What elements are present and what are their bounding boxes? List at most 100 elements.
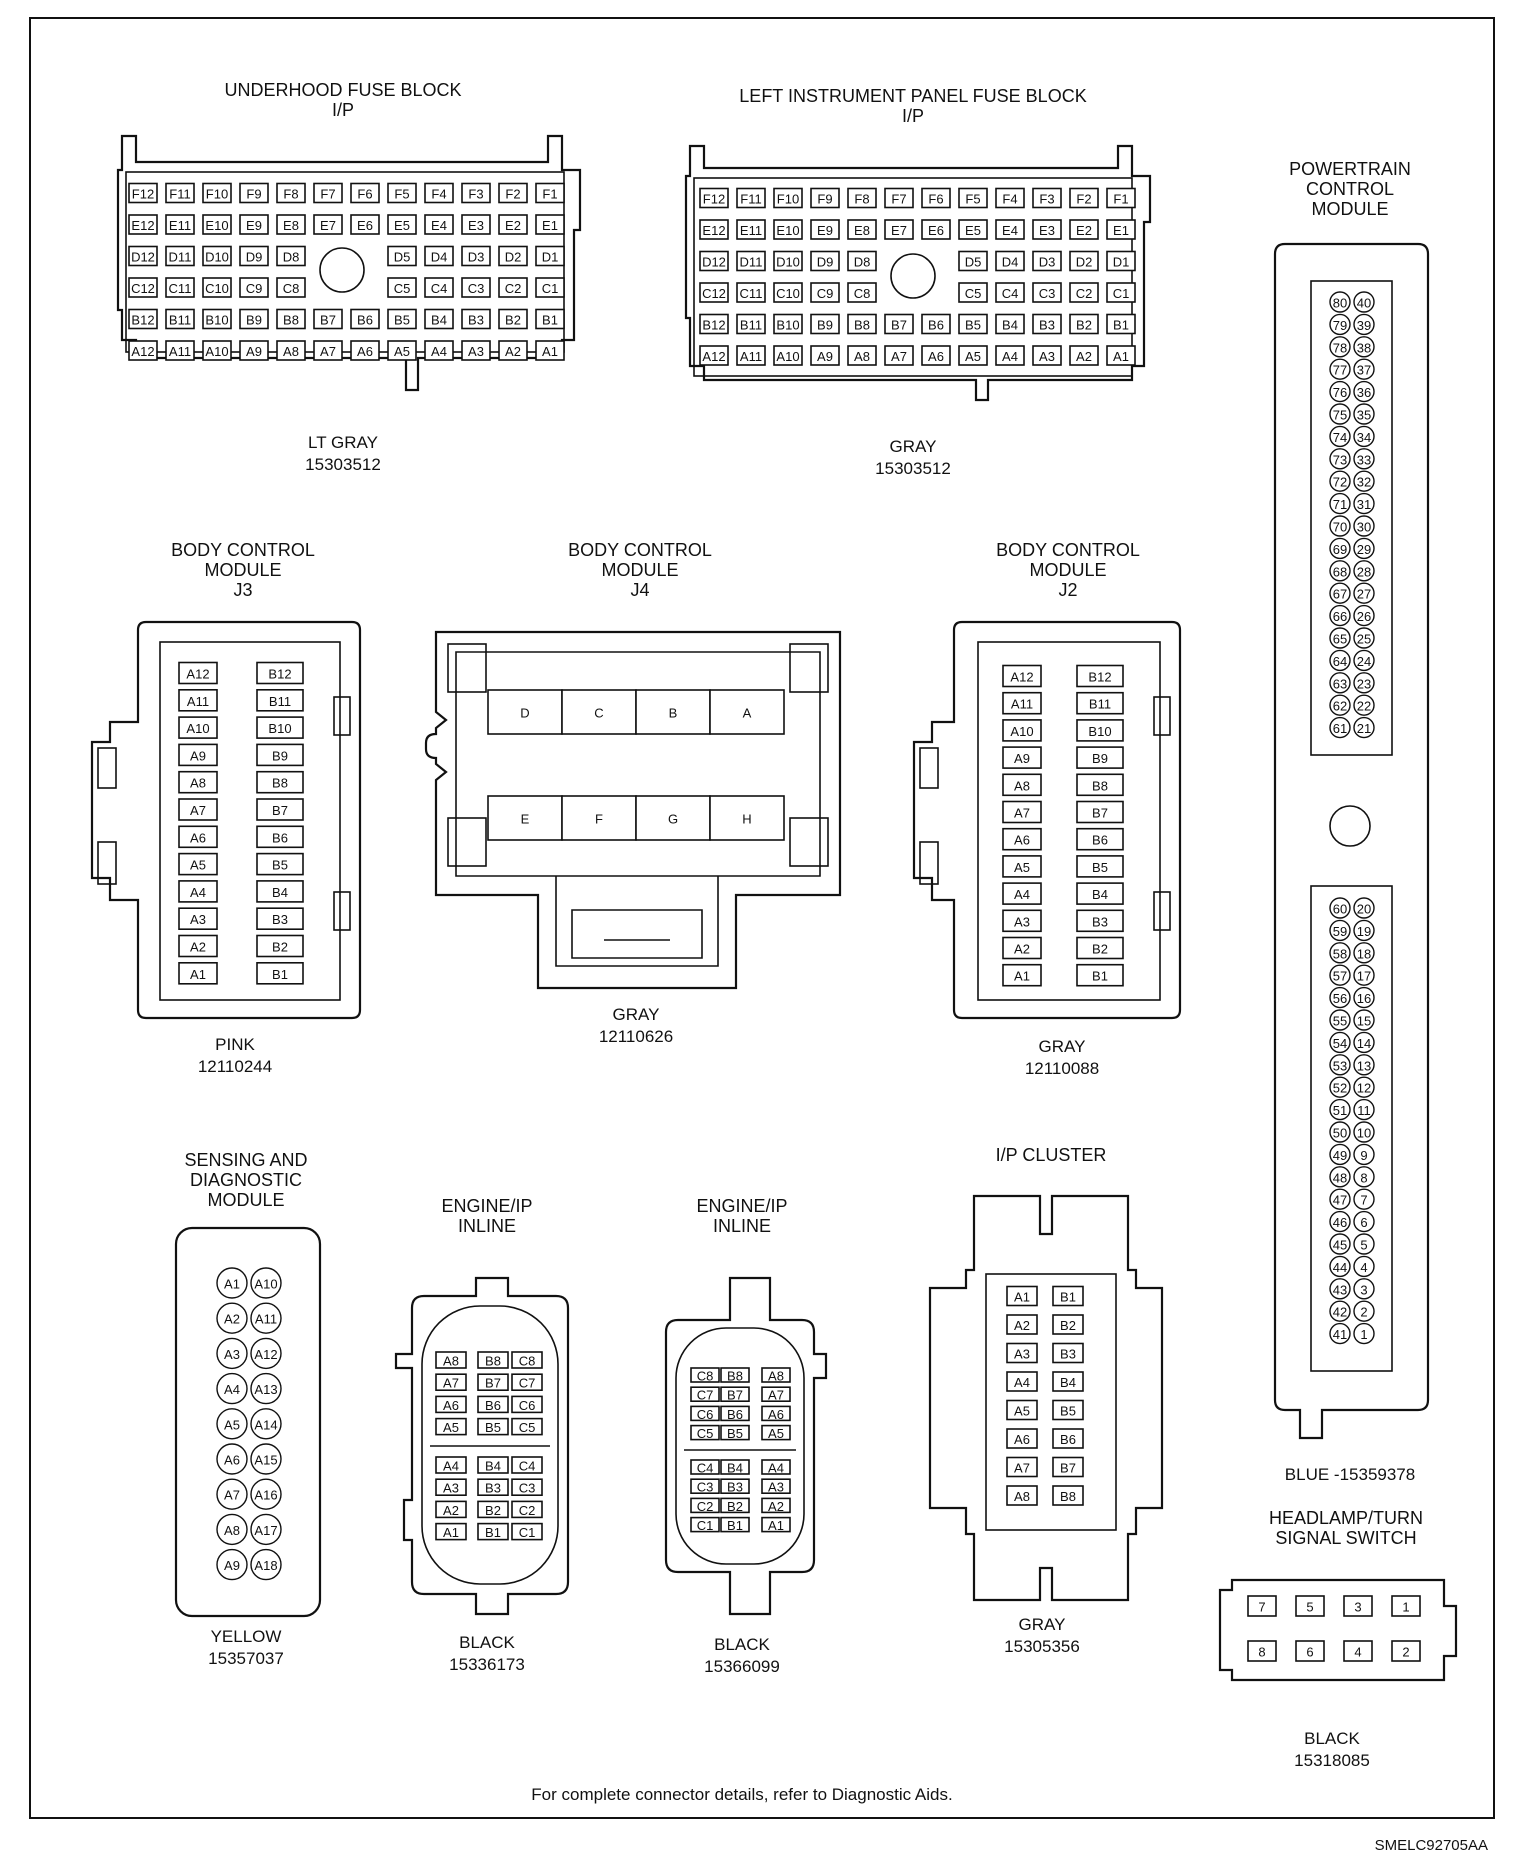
inline-2-terminal-b2-label: B2: [727, 1499, 743, 1514]
underhood-terminal-c1-label: C1: [542, 281, 559, 296]
underhood-terminal-f5-outline: [387, 182, 417, 204]
left-ip-terminal-f8-outline: [847, 187, 877, 209]
pcm-pin-79: 79: [1329, 313, 1351, 336]
ip-cluster-terminal-b6: B6: [1052, 1428, 1084, 1449]
sdm-pin-a10-label: A10: [254, 1277, 277, 1292]
bcm-j3-terminal-a6-label: A6: [190, 830, 206, 845]
pcm-pin-43: 43: [1329, 1278, 1351, 1300]
bcm-j3-side-rib-lower: [333, 891, 351, 931]
ip-cluster-terminal-a6: A6: [1006, 1428, 1038, 1449]
underhood-terminal-d10-outline: [202, 245, 232, 267]
inline-1-terminal-c8-outline: [511, 1351, 543, 1369]
left-ip-terminal-e4-outline: [995, 219, 1025, 240]
underhood-terminal-c2-label: C2: [505, 281, 522, 296]
pcm-pin-39: 39: [1353, 313, 1375, 336]
underhood-terminal-c11-label: C11: [169, 281, 192, 296]
pcm-pin-45-outline: [1329, 1233, 1351, 1255]
left-ip-fuse-block-inner-frame: [693, 177, 1133, 377]
bcm-j2-terminal-a4-label: A4: [1014, 887, 1030, 902]
bcm-j3-terminal-b3-outline: [256, 907, 304, 931]
inline-2-terminal-c3-label: C3: [697, 1480, 714, 1495]
pcm-pin-73: 73: [1329, 448, 1351, 470]
underhood-terminal-c10: C10: [202, 277, 232, 298]
left-ip-terminal-a1-outline: [1106, 345, 1136, 366]
sdm-color: YELLOW: [211, 1627, 282, 1646]
inline-2-terminal-c3: C3: [690, 1478, 720, 1495]
pcm-pin-38-outline: [1353, 336, 1375, 358]
pcm-pin-64-label: 64: [1333, 654, 1347, 669]
inline-2-terminal-a6-outline: [761, 1405, 791, 1422]
bcm-j2-terminal-b6: B6: [1076, 827, 1124, 851]
underhood-terminal-a8-label: A8: [283, 344, 299, 359]
underhood-terminal-b5: B5: [387, 308, 417, 330]
bcm-j3-terminal-b9-label: B9: [272, 748, 288, 763]
pcm-pin-42: 42: [1329, 1300, 1351, 1322]
left-ip-terminal-d11: D11: [736, 250, 766, 272]
ip-cluster-terminal-b8-label: B8: [1060, 1489, 1076, 1504]
left-ip-terminal-e11-label: E11: [740, 223, 762, 238]
bcm-j4-cavity-h-outline: [709, 795, 785, 841]
left-ip-terminal-a6-label: A6: [928, 349, 944, 364]
sdm-pin-a2-outline: [216, 1302, 248, 1334]
ip-cluster-terminal-a1-outline: [1006, 1285, 1038, 1307]
underhood-terminal-d4-label: D4: [431, 250, 448, 265]
pcm-pin-21-label: 21: [1357, 721, 1371, 736]
headlamp-switch-terminal-1-outline: [1391, 1595, 1421, 1617]
sdm-pin-a9: A9: [216, 1548, 248, 1581]
pcm-pin-77: 77: [1329, 358, 1351, 380]
left-ip-terminal-d3: D3: [1032, 250, 1062, 272]
bcm-j2-terminal-b9: B9: [1076, 746, 1124, 769]
left-ip-terminal-c5: C5: [958, 282, 988, 303]
left-ip-terminal-f5-label: F5: [965, 192, 980, 207]
inline-2-terminal-b6: B6: [720, 1405, 750, 1422]
left-ip-terminal-a3: A3: [1032, 345, 1062, 366]
sdm-pin-a6: A6: [216, 1443, 248, 1475]
inline-1-terminal-b3-label: B3: [485, 1481, 501, 1496]
inline-2-terminal-b6-outline: [720, 1405, 750, 1422]
left-ip-terminal-d10: D10: [773, 250, 803, 272]
underhood-terminal-e11-outline: [165, 214, 195, 235]
ip-cluster-terminal-b2: B2: [1052, 1314, 1084, 1335]
ip-cluster-terminal-a3-label: A3: [1014, 1347, 1030, 1362]
inline-2-terminal-b3: B3: [720, 1478, 750, 1495]
bcm-j3-terminal-b3: B3: [256, 907, 304, 931]
left-ip-terminal-a8-label: A8: [854, 349, 870, 364]
inline-1-part-number: 15336173: [449, 1655, 525, 1674]
left-ip-terminal-e8-label: E8: [854, 223, 870, 238]
pcm-pin-52-label: 52: [1333, 1081, 1347, 1096]
pcm-pin-10-outline: [1353, 1121, 1375, 1143]
sdm-pin-a4-label: A4: [224, 1382, 240, 1397]
pcm-pin-35-label: 35: [1357, 408, 1371, 423]
underhood-terminal-c4-label: C4: [431, 281, 448, 296]
bcm-j2-latch-lower: [919, 841, 939, 885]
left-ip-terminal-f4-outline: [995, 187, 1025, 209]
underhood-terminal-c5-outline: [387, 277, 417, 298]
inline-2-insert: [675, 1327, 805, 1565]
underhood-terminal-f1-label: F1: [542, 187, 557, 202]
underhood-terminal-e7-outline: [313, 214, 343, 235]
inline-1-terminal-b1-label: B1: [485, 1525, 501, 1540]
inline-1-terminal-b6-outline: [477, 1395, 509, 1414]
bcm-j4-cavity-d: D: [487, 689, 563, 735]
pcm-pin-2: 2: [1353, 1300, 1375, 1322]
left-ip-terminal-b5-outline: [958, 313, 988, 335]
underhood-terminal-e8-outline: [276, 214, 306, 235]
left-ip-terminal-b10-outline: [773, 313, 803, 335]
sdm-pin-a11-outline: [250, 1302, 282, 1334]
pcm-pin-65: 65: [1329, 627, 1351, 649]
bcm-j3-terminal-b12-outline: [256, 661, 304, 685]
underhood-terminal-f12-label: F12: [132, 187, 154, 202]
inline-2-terminal-c5-outline: [690, 1424, 720, 1441]
underhood-terminal-b8-label: B8: [283, 313, 299, 328]
pcm-pin-42-outline: [1329, 1300, 1351, 1322]
pcm-pin-21: 21: [1353, 716, 1375, 739]
pcm-pin-60: 60: [1329, 897, 1351, 919]
inline-1-terminal-c4: C4: [511, 1456, 543, 1474]
pcm-pin-80-outline: [1329, 291, 1351, 313]
left-ip-terminal-b9: B9: [810, 313, 840, 335]
underhood-terminal-d9: D9: [239, 245, 269, 267]
underhood-terminal-a3: A3: [461, 340, 491, 361]
underhood-terminal-d4-outline: [424, 245, 454, 267]
pcm-pin-43-outline: [1329, 1278, 1351, 1300]
